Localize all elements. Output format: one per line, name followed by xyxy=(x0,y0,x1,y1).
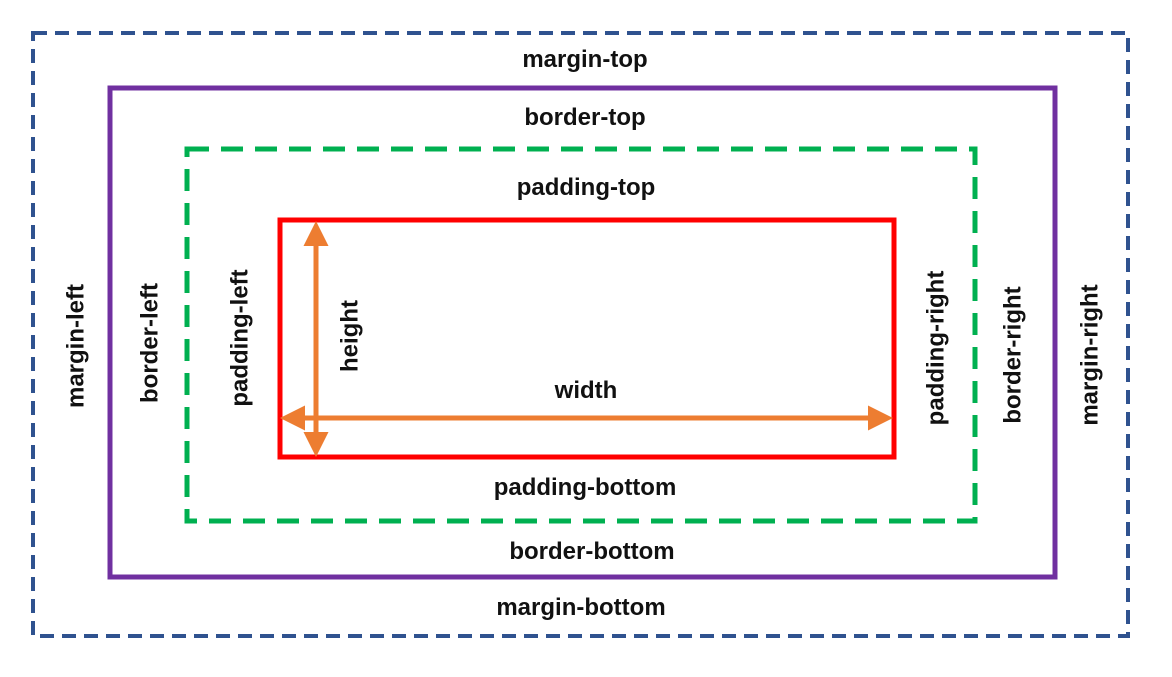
padding-bottom-label: padding-bottom xyxy=(494,474,677,501)
margin-box xyxy=(31,31,1130,638)
padding-top-label: padding-top xyxy=(517,174,656,201)
border-box xyxy=(107,85,1058,580)
border-left-label: border-left xyxy=(137,283,164,403)
content-box xyxy=(277,217,897,460)
margin-right-label: margin-right xyxy=(1077,284,1104,425)
margin-bottom-label: margin-bottom xyxy=(496,594,665,621)
width-label: width xyxy=(554,377,618,404)
padding-box xyxy=(184,146,978,524)
height-label: height xyxy=(337,300,364,372)
padding-left-label: padding-left xyxy=(227,269,254,406)
border-bottom-label: border-bottom xyxy=(509,538,674,565)
margin-left-label: margin-left xyxy=(63,284,90,408)
margin-top-label: margin-top xyxy=(522,46,647,73)
padding-right-label: padding-right xyxy=(923,271,950,426)
border-right-label: border-right xyxy=(1000,286,1027,423)
border-top-label: border-top xyxy=(524,104,645,131)
